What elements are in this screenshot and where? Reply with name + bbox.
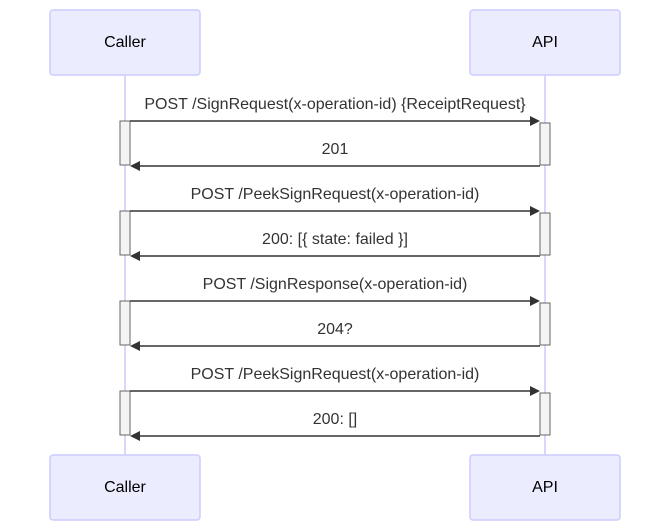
activation-caller-4 <box>119 390 131 436</box>
activation-api-1 <box>539 122 551 166</box>
message-6-arrowhead <box>130 341 140 351</box>
message-7-arrowhead <box>530 386 540 396</box>
actor-caller-top: Caller <box>49 9 201 76</box>
message-6-label: 204? <box>317 321 353 338</box>
activation-caller-3 <box>119 300 131 346</box>
message-5-arrowhead <box>530 296 540 306</box>
message-5-label: POST /SignResponse(x-operation-id) <box>203 276 468 293</box>
message-3-arrowhead <box>530 206 540 216</box>
message-3-label: POST /PeekSignRequest(x-operation-id) <box>191 186 480 203</box>
message-8-label: 200: [] <box>313 411 357 428</box>
actor-api-bottom: API <box>469 454 621 521</box>
message-1-arrowhead <box>530 116 540 126</box>
message-7-label: POST /PeekSignRequest(x-operation-id) <box>191 366 480 383</box>
actor-api-top-label: API <box>532 34 558 51</box>
actor-api-bottom-label: API <box>532 479 558 496</box>
activation-api-3 <box>539 302 551 346</box>
message-2-arrowhead <box>130 161 140 171</box>
message-4-arrowhead <box>130 251 140 261</box>
activation-caller-2 <box>119 210 131 256</box>
messages-group: POST /SignRequest(x-operation-id) {Recei… <box>130 96 540 441</box>
activation-caller-1 <box>119 120 131 166</box>
message-2-label: 201 <box>322 141 349 158</box>
message-4-label: 200: [{ state: failed }] <box>262 231 408 248</box>
actor-caller-top-label: Caller <box>104 34 146 51</box>
message-8-arrowhead <box>130 431 140 441</box>
actor-caller-bottom-label: Caller <box>104 479 146 496</box>
activation-api-2 <box>539 212 551 256</box>
actor-api-top: API <box>469 9 621 76</box>
message-1-label: POST /SignRequest(x-operation-id) {Recei… <box>144 96 526 113</box>
actor-caller-bottom: Caller <box>49 454 201 521</box>
activation-api-4 <box>539 392 551 436</box>
